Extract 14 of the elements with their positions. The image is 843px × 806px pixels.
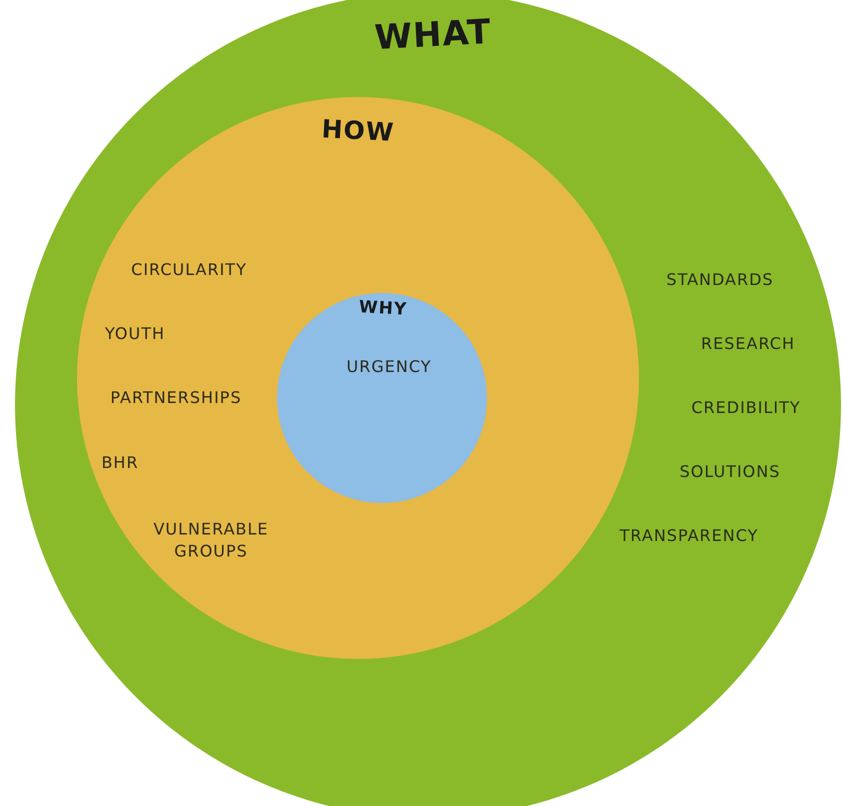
- circle-item: TRANSPARENCY: [620, 525, 758, 547]
- circle-item: RESEARCH: [701, 333, 795, 355]
- circle-item: CREDIBILITY: [691, 397, 801, 419]
- circle-item: SOLUTIONS: [680, 461, 780, 483]
- circle-item: BHR: [101, 452, 139, 474]
- circle-heading: WHAT: [373, 11, 493, 60]
- circle-heading: WHY: [358, 296, 408, 322]
- circle-item: CIRCULARITY: [131, 259, 247, 281]
- circle-item: STANDARDS: [666, 269, 774, 291]
- circle-item: PARTNERSHIPS: [110, 387, 242, 409]
- circle-heading: HOW: [320, 113, 396, 149]
- circle-item: URGENCY: [346, 356, 432, 378]
- circle-item: YOUTH: [105, 323, 165, 345]
- circle-item: VULNERABLE GROUPS: [152, 518, 270, 562]
